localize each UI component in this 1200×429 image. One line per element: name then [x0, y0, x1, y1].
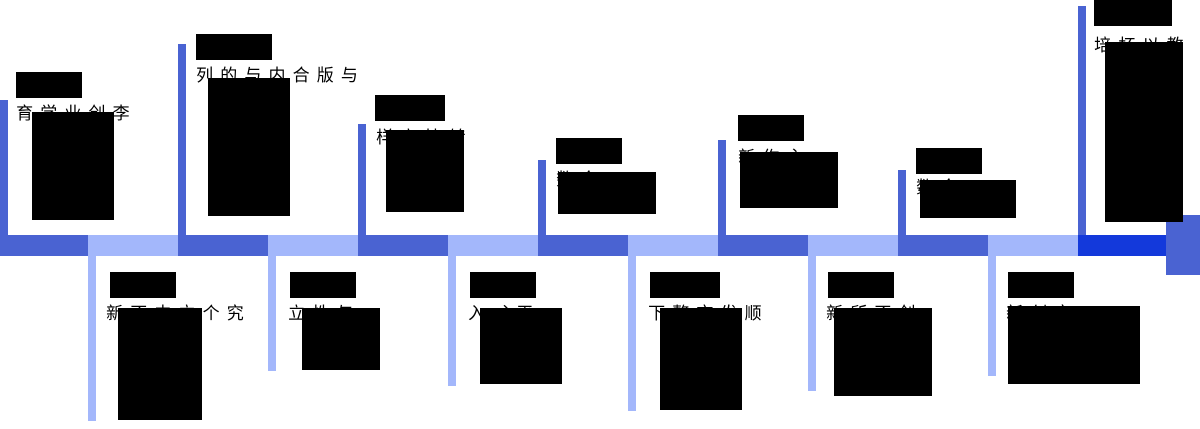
- connector-stem-node-bottom-2: [268, 256, 276, 371]
- node-bottom-1-title: [110, 272, 176, 298]
- connector-stem-node-bottom-1: [88, 256, 96, 421]
- connector-stem-node-bottom-4: [628, 256, 636, 411]
- node-top-4-redaction-1: [558, 172, 656, 214]
- node-top-6-redaction-1: [920, 180, 1016, 218]
- timeline-segment-3[interactable]: [178, 235, 268, 256]
- timeline-segment-10[interactable]: [808, 235, 898, 256]
- timeline-segment-13[interactable]: [1078, 235, 1168, 256]
- node-top-5-redaction-1: [740, 152, 838, 208]
- node-bottom-6-title: [1008, 272, 1074, 298]
- node-top-6-title: [916, 148, 982, 174]
- node-bottom-2-redaction-1: [302, 308, 380, 370]
- timeline-segment-1[interactable]: [0, 235, 88, 256]
- node-bottom-4-title: [650, 272, 720, 298]
- connector-stem-node-top-5: [718, 140, 726, 235]
- timeline-segment-7[interactable]: [538, 235, 628, 256]
- connector-stem-node-bottom-3: [448, 256, 456, 386]
- node-top-7-redaction-1: [1105, 42, 1183, 222]
- node-top-2-title: [196, 34, 272, 60]
- node-bottom-2-title: [290, 272, 356, 298]
- node-top-7-title: [1094, 0, 1172, 26]
- timeline-endcap: [1166, 215, 1200, 275]
- connector-stem-node-top-1: [0, 100, 8, 235]
- timeline-segment-4[interactable]: [268, 235, 358, 256]
- connector-stem-node-bottom-5: [808, 256, 816, 391]
- node-top-4-title: [556, 138, 622, 164]
- timeline-segment-12[interactable]: [988, 235, 1078, 256]
- node-top-1-title: [16, 72, 82, 98]
- node-bottom-6-redaction-1: [1008, 306, 1140, 384]
- timeline-segment-9[interactable]: [718, 235, 808, 256]
- timeline-segment-8[interactable]: [628, 235, 718, 256]
- node-bottom-5-title: [828, 272, 894, 298]
- timeline-segment-2[interactable]: [88, 235, 178, 256]
- node-bottom-3-redaction-1: [480, 308, 562, 384]
- node-bottom-3-title: [470, 272, 536, 298]
- node-top-3-redaction-1: [386, 130, 464, 212]
- node-bottom-4-redaction-1: [660, 308, 742, 410]
- node-top-5-title: [738, 115, 804, 141]
- timeline-segment-5[interactable]: [358, 235, 448, 256]
- timeline-segment-6[interactable]: [448, 235, 538, 256]
- timeline-segment-11[interactable]: [898, 235, 988, 256]
- node-bottom-5-redaction-1: [834, 308, 932, 396]
- node-top-3-title: [375, 95, 445, 121]
- node-bottom-1-redaction-1: [118, 308, 202, 420]
- connector-stem-node-top-2: [178, 44, 186, 235]
- connector-stem-node-top-3: [358, 124, 366, 235]
- node-top-2-redaction-1: [208, 78, 290, 216]
- connector-stem-node-bottom-6: [988, 256, 996, 376]
- connector-stem-node-top-6: [898, 170, 906, 235]
- connector-stem-node-top-4: [538, 160, 546, 235]
- node-top-1-redaction-1: [32, 112, 114, 220]
- connector-stem-node-top-7: [1078, 6, 1086, 235]
